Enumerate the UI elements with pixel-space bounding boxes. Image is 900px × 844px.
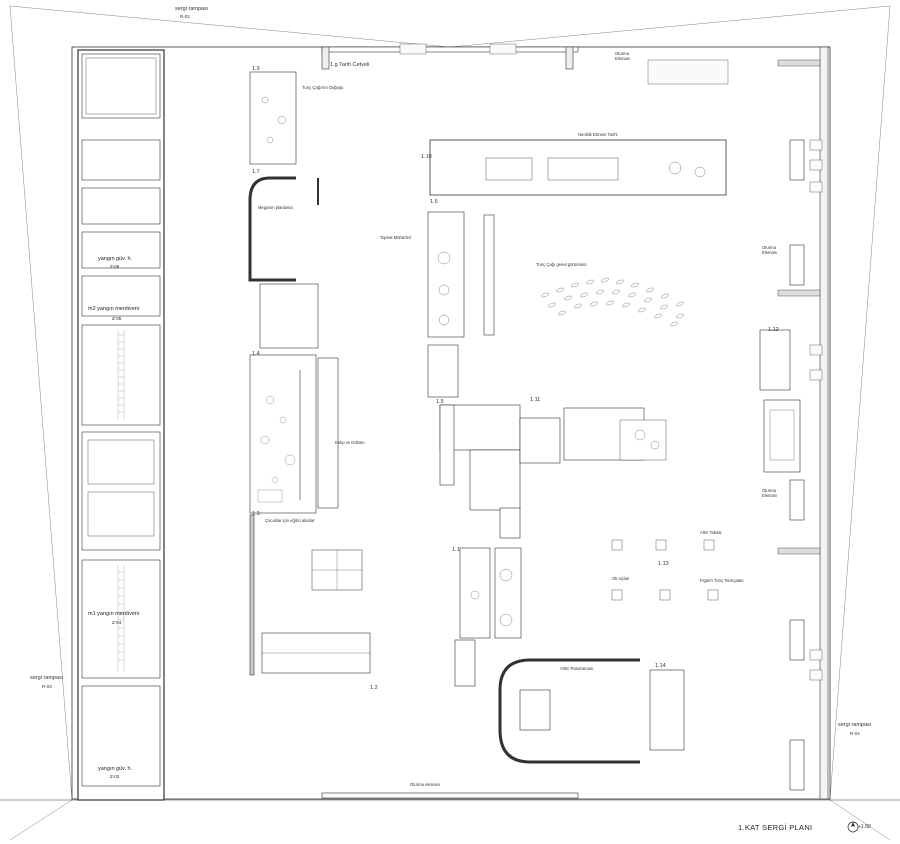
stair-label-z03: yangın güv. h. bbox=[98, 766, 133, 772]
ramp-top-name: sergi rampası bbox=[175, 6, 209, 12]
ramp-right-name: sergi rampası bbox=[838, 722, 872, 728]
note-tunc-genel: Tunç Çağı genel görünümü bbox=[536, 262, 587, 267]
section-code-1-13: 1.13 bbox=[658, 561, 669, 567]
section-code-1-2: 1.2 bbox=[370, 685, 378, 691]
note-ok-uclari: Ok Uçları bbox=[612, 576, 630, 581]
curved-wall bbox=[498, 658, 640, 764]
megaron-wall bbox=[248, 176, 319, 282]
plinths bbox=[611, 539, 719, 601]
stair-label-z04: m1 yangın merdiveni bbox=[88, 611, 140, 617]
note-megaron: Megaron planlama bbox=[258, 205, 293, 210]
stair-code-z06: Z-06 bbox=[110, 264, 120, 269]
stair-code-z03: Z-03 bbox=[110, 774, 120, 779]
note-muhurler: Toprak Mühürleri bbox=[380, 235, 412, 240]
section-code-1-6: 1.6 bbox=[430, 199, 438, 205]
seating-label-top-2: Elemanı bbox=[615, 56, 631, 61]
section-1-12 bbox=[759, 329, 801, 473]
ramp-top-code: R-02 bbox=[180, 14, 190, 19]
stair-code-z05: Z-05 bbox=[112, 316, 122, 321]
section-1-4-artifacts bbox=[257, 395, 296, 503]
section-code-1-9: 1.9 bbox=[252, 66, 260, 72]
right-side-blocks bbox=[789, 139, 805, 791]
section-1-7-core bbox=[249, 283, 339, 514]
seating-label-top-1: Oturma bbox=[615, 51, 629, 56]
section-code-1-5: 1.5 bbox=[436, 399, 444, 405]
section-code-1-7: 1.7 bbox=[252, 169, 260, 175]
seating-label-right-3: Oturma bbox=[762, 488, 776, 493]
seating-label-right-4: Elemanı bbox=[762, 493, 778, 498]
section-1-9 bbox=[249, 71, 297, 165]
plan-scale: +1.50 bbox=[858, 824, 871, 830]
ramp-right-code: R-04 bbox=[850, 731, 860, 736]
stair-label-z06: yangın güv. h. bbox=[98, 256, 133, 262]
arrowhead-installation bbox=[541, 277, 684, 327]
note-tunc-dogusu: Tunç Çağı'nın Doğuşu bbox=[302, 85, 344, 90]
note-neolitik: Neolitik Dönem Tarihi bbox=[578, 132, 618, 137]
note-vitrin: Vitrin Panoraması bbox=[560, 666, 594, 671]
ramp-left-code: R-03 bbox=[42, 684, 52, 689]
left-service-core bbox=[77, 49, 165, 801]
section-1-3 bbox=[249, 514, 371, 676]
note-oturma: Oturma elemanı bbox=[410, 782, 441, 787]
north-arrow-icon bbox=[847, 821, 859, 833]
section-code-1-10: 1.10 bbox=[421, 154, 432, 160]
section-1-14 bbox=[454, 639, 685, 751]
section-code-1-1: 1.1 bbox=[452, 547, 460, 553]
perimeter-walls bbox=[321, 46, 829, 800]
stair-treads bbox=[117, 330, 125, 672]
stair-label-z05: m2 yangın merdiveni bbox=[88, 306, 140, 312]
section-1-11 bbox=[439, 404, 667, 539]
note-cocuklar: Çocuklar için eğitici alanlar bbox=[265, 518, 315, 523]
note-kalip: Kalıp ve Döküm bbox=[335, 440, 365, 445]
seating-label-right-2: Elemanı bbox=[762, 250, 778, 255]
section-1-6 bbox=[427, 211, 495, 398]
section-1-10 bbox=[429, 139, 727, 196]
note-altin: Altın Takılar bbox=[700, 530, 722, 535]
ramp-left-name: sergi rampası bbox=[30, 675, 64, 681]
timeline-label: 1.g Tarih Cetveli bbox=[330, 62, 370, 68]
section-code-1-4: 1.4 bbox=[252, 351, 260, 357]
section-code-1-3: 1.3 bbox=[252, 511, 260, 517]
stair-code-z04: Z-04 bbox=[112, 620, 122, 625]
seating-label-right-1: Oturma bbox=[762, 245, 776, 250]
section-code-1-12: 1.12 bbox=[768, 327, 779, 333]
note-figurin: Figürin Tunç Tanrıçaları bbox=[700, 578, 744, 583]
seating-pads bbox=[399, 43, 823, 681]
section-code-1-11: 1.11 bbox=[530, 397, 541, 403]
plan-title: 1.KAT SERGİ PLANI bbox=[738, 823, 813, 832]
section-code-1-14: 1.14 bbox=[655, 663, 666, 669]
section-1-1 bbox=[459, 547, 522, 639]
